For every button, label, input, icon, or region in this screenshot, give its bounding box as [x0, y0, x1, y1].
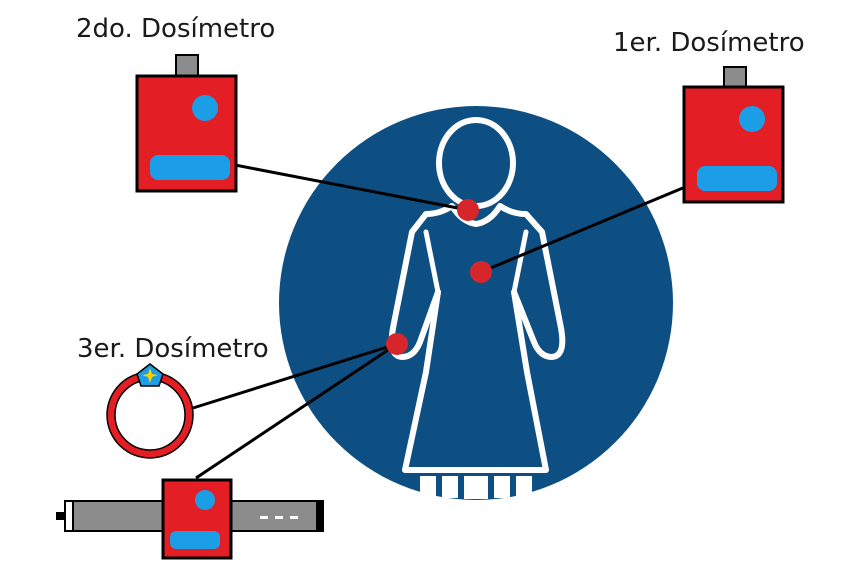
ring-gem-sparkle [142, 368, 158, 383]
label-second-dosimeter: 2do. Dosímetro [76, 14, 275, 44]
person-right-arm-line [511, 229, 529, 295]
label-first-dosimeter: 1er. Dosímetro [613, 28, 805, 58]
strap-left [64, 500, 164, 532]
marker-chest [470, 261, 492, 283]
marker-hand [386, 333, 408, 355]
person-left-arm-line [423, 229, 441, 295]
strap-right-end [316, 501, 323, 531]
person-legs [420, 476, 532, 499]
strap-hole [290, 516, 298, 519]
ring-band [107, 372, 193, 458]
dosimeter-badge-icon [682, 66, 785, 204]
wrist-badge-body [161, 478, 233, 560]
badge-window-bar [150, 155, 230, 180]
badge-window-bar [697, 166, 777, 191]
wrist-dosimeter-icon [56, 478, 324, 560]
dosimeter-badge-icon [135, 54, 238, 193]
background-circle [279, 106, 673, 500]
connector-second [234, 163, 469, 212]
ring-dosimeter-icon [106, 363, 194, 459]
badge-window-dot [192, 95, 218, 121]
strap-buckle-tip [56, 512, 66, 520]
strap-hole [260, 516, 268, 519]
marker-neck [457, 199, 479, 221]
connector-third-ring [192, 342, 398, 410]
connector-first [480, 183, 691, 274]
connector-lines [192, 163, 691, 480]
strap-left-end [64, 500, 74, 532]
ring-outline-inner [114, 379, 186, 451]
wrist-badge-window-dot [195, 490, 215, 510]
label-third-dosimeter: 3er. Dosímetro [77, 334, 269, 364]
strap-hole [275, 516, 283, 519]
connector-third-wrist [195, 342, 398, 480]
wrist-badge-window-bar [170, 531, 220, 549]
badge-window-dot [739, 106, 765, 132]
